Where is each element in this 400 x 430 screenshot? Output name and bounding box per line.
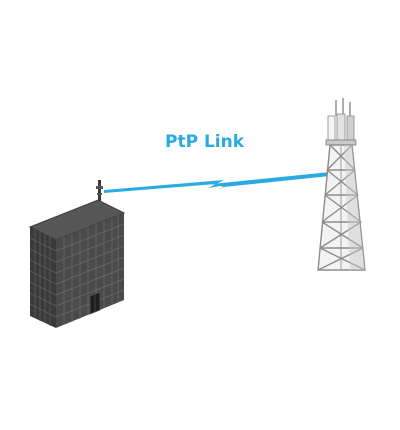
tower-shade (344, 145, 365, 270)
wireless-link-icon (104, 172, 330, 193)
rooftop-antenna (96, 180, 103, 202)
office-building-icon (28, 180, 126, 328)
tower-antenna-panels (325, 113, 357, 146)
front-windows (29, 229, 57, 326)
link-bolt-left-segment (104, 180, 224, 193)
link-label: PtP Link (165, 132, 245, 152)
link-bolt-right-segment (212, 172, 330, 187)
telecom-tower-icon (317, 98, 366, 271)
tower-masts (335, 98, 351, 116)
tower-lattice (317, 144, 366, 271)
